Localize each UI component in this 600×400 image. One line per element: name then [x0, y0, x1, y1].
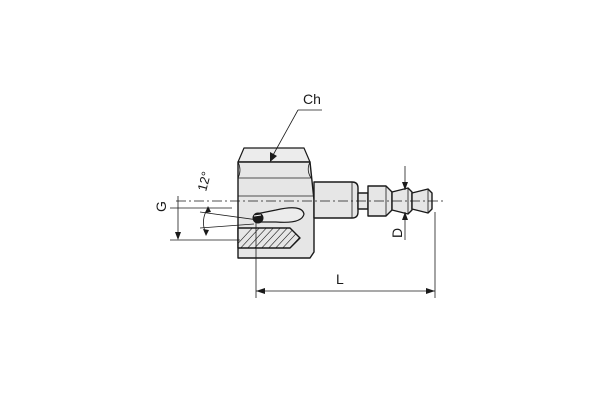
- hex-face-curve: [237, 161, 241, 179]
- d-dimension: D: [389, 166, 408, 240]
- cone-seat: [252, 207, 305, 224]
- g-dimension: G: [153, 196, 240, 241]
- l-dimension: L: [255, 212, 436, 298]
- ch-label: Ch: [303, 91, 321, 107]
- g-label: G: [153, 201, 169, 212]
- cone-seat-outline: [255, 207, 305, 223]
- angle-dimension: 12°: [194, 170, 259, 236]
- hose-tail-shoulder: [313, 181, 359, 219]
- thread-section: [237, 227, 301, 249]
- l-label: L: [336, 271, 344, 287]
- d-label: D: [389, 228, 405, 238]
- o-ring: [252, 212, 264, 224]
- ch-callout: Ch: [270, 91, 322, 162]
- thread-section-outline: [237, 227, 301, 249]
- section-hatching: [238, 228, 300, 248]
- ch-leader-arrowhead: [270, 152, 277, 162]
- angle-label: 12°: [194, 170, 214, 193]
- hose-tail: [313, 181, 433, 219]
- hex-face-curve: [307, 161, 312, 179]
